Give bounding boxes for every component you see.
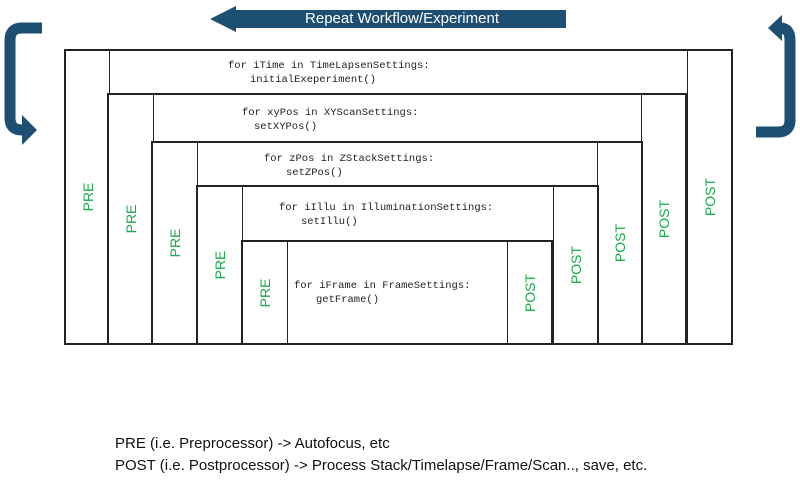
- right-curved-arrow-icon: [756, 15, 796, 138]
- post-column: POST: [507, 242, 551, 343]
- loop-header: for iTime in TimeLapsenSettings: initial…: [110, 51, 687, 95]
- post-label: POST: [611, 223, 628, 263]
- pre-label: PRE: [79, 182, 96, 212]
- loop-statement: for iTime in TimeLapsenSettings:: [228, 60, 430, 72]
- loop-action: setZPos(): [286, 167, 343, 179]
- post-column: POST: [687, 51, 731, 343]
- pre-column: PRE: [109, 95, 154, 343]
- loop-header: for xyPos in XYScanSettings: setXYPos(): [154, 95, 641, 142]
- pre-label: PRE: [167, 228, 183, 258]
- loop-header: for iIllu in IlluminationSettings: setIl…: [243, 187, 553, 242]
- pre-column: PRE: [153, 143, 198, 343]
- post-column: POST: [597, 143, 641, 343]
- post-label: POST: [655, 199, 672, 239]
- loop-action: getFrame(): [316, 294, 380, 306]
- loop-body: for iFrame in FrameSettings: getFrame(): [288, 242, 507, 343]
- pre-note: PRE (i.e. Preprocessor) -> Autofocus, et…: [115, 435, 390, 452]
- loop-level-frame: PRE POST for iFrame in FrameSettings: ge…: [241, 240, 553, 345]
- pre-column: PRE: [243, 242, 288, 343]
- pre-label: PRE: [123, 204, 139, 234]
- pre-label: PRE: [212, 250, 228, 280]
- left-curved-arrow-icon: [4, 22, 42, 145]
- post-column: POST: [553, 187, 597, 343]
- loop-header: for zPos in ZStackSettings: setZPos(): [198, 143, 597, 188]
- loop-statement: for xyPos in XYScanSettings:: [242, 107, 419, 119]
- repeat-workflow-arrow: Repeat Workflow/Experiment: [210, 6, 566, 32]
- post-label: POST: [701, 177, 718, 217]
- loop-statement: for zPos in ZStackSettings:: [264, 153, 435, 165]
- loop-statement: for iFrame in FrameSettings:: [294, 280, 471, 292]
- banner-label: Repeat Workflow/Experiment: [305, 10, 499, 27]
- post-column: POST: [641, 95, 685, 343]
- post-label: POST: [521, 273, 538, 312]
- pre-column: PRE: [198, 187, 243, 343]
- loop-action: setXYPos(): [254, 121, 318, 133]
- pre-label: PRE: [257, 278, 273, 307]
- loop-statement: for iIllu in IlluminationSettings:: [279, 202, 494, 214]
- left-arrow-icon: [210, 6, 566, 32]
- pre-column: PRE: [66, 51, 110, 343]
- post-label: POST: [567, 245, 584, 285]
- loop-action: setIllu(): [301, 216, 358, 228]
- loop-action: initialExeperiment(): [250, 74, 377, 86]
- post-note: POST (i.e. Postprocessor) -> Process Sta…: [115, 457, 648, 474]
